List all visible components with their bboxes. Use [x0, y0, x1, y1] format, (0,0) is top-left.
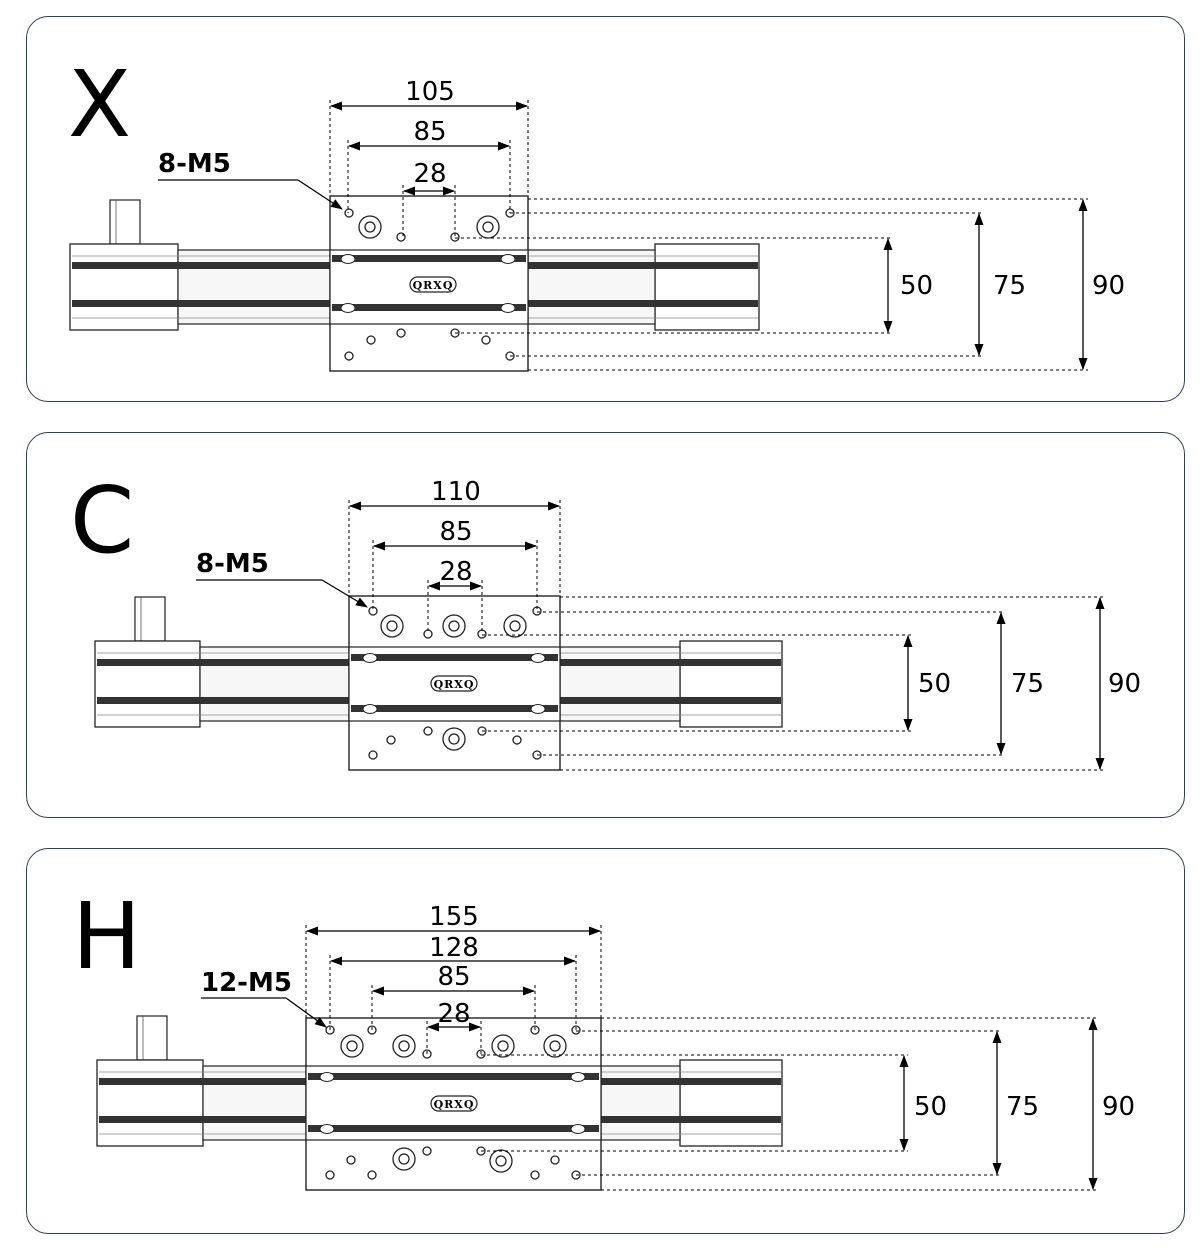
end-cap-left — [94, 640, 201, 728]
thread-count-label: 8-M5 — [158, 149, 231, 179]
dimension-inner-spacing: 28 — [437, 999, 470, 1029]
dimension-outer-hole-spacing: 128 — [429, 933, 479, 963]
dimension-hole-spacing: 85 — [439, 517, 472, 547]
variant-c-panel — [26, 432, 1185, 818]
end-cap-right — [679, 640, 783, 728]
motor-stub — [136, 1015, 168, 1061]
variant-x-drawing: X QRXQ — [68, 51, 1125, 372]
brand-badge — [409, 276, 457, 293]
motor-stub — [134, 596, 166, 642]
dimension-rail-height: 50 — [900, 271, 933, 301]
dimension-overall-height: 90 — [1102, 1092, 1135, 1122]
variant-c-drawing: C QRXQ 8-M5 — [70, 467, 1141, 771]
variant-h-drawing: H QRXQ — [72, 883, 1135, 1191]
dimension-hole-height: 75 — [1006, 1092, 1039, 1122]
dimension-hole-height: 75 — [1011, 669, 1044, 699]
dimension-overall-width: 105 — [405, 77, 455, 107]
end-cap-right — [654, 243, 760, 331]
end-cap-left — [69, 243, 179, 331]
motor-stub — [109, 199, 141, 245]
brand-text: QRXQ — [413, 279, 454, 292]
end-cap-left — [96, 1059, 204, 1147]
dimension-overall-width: 110 — [431, 477, 481, 507]
brand-badge — [430, 675, 478, 692]
dimension-inner-spacing: 28 — [439, 557, 472, 587]
dimension-hole-height: 75 — [993, 271, 1026, 301]
dimension-overall-height: 90 — [1108, 669, 1141, 699]
variant-x-panel — [26, 16, 1185, 402]
dimension-hole-spacing: 85 — [413, 117, 446, 147]
variant-letter: H — [72, 883, 141, 990]
dimension-inner-spacing: 28 — [413, 159, 446, 189]
thread-count-label: 12-M5 — [201, 968, 292, 998]
variant-letter: C — [70, 467, 134, 574]
end-cap-right — [679, 1059, 783, 1147]
brand-badge — [430, 1095, 478, 1112]
variant-letter: X — [68, 51, 131, 158]
dimension-overall-height: 90 — [1092, 271, 1125, 301]
brand-text: QRXQ — [434, 678, 475, 691]
brand-text: QRXQ — [434, 1098, 475, 1111]
thread-count-label: 8-M5 — [196, 549, 269, 579]
variant-h-panel — [26, 848, 1185, 1234]
dimension-overall-width: 155 — [429, 902, 479, 932]
dimension-hole-spacing: 85 — [437, 962, 470, 992]
dimension-rail-height: 50 — [914, 1092, 947, 1122]
dimension-rail-height: 50 — [918, 669, 951, 699]
